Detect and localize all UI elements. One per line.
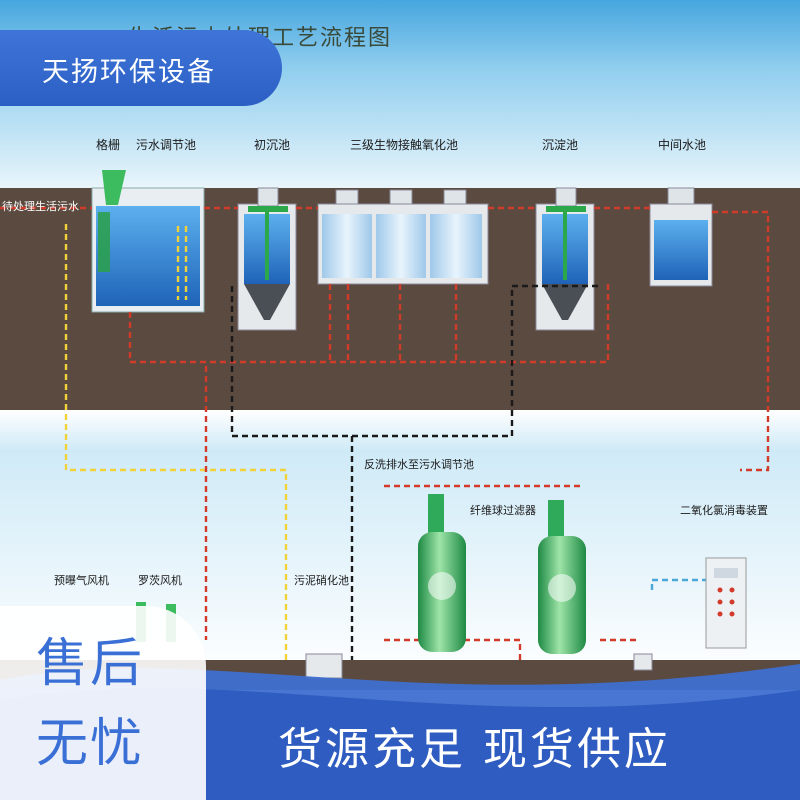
intermediate-tank bbox=[649, 187, 713, 287]
small-unit bbox=[633, 653, 653, 671]
unit-label-sedimentation: 沉淀池 bbox=[542, 138, 579, 152]
brand-name: 天扬环保设备 bbox=[42, 57, 216, 88]
unit-label-primary-settling: 初沉池 bbox=[254, 138, 291, 152]
unit-label-grating: 格栅 bbox=[96, 138, 121, 152]
pipe-network bbox=[0, 206, 770, 660]
inlet-label: 待处理生活污水 bbox=[2, 200, 79, 213]
slogan-right: 货源充足 现货供应 bbox=[278, 724, 671, 775]
slogan-left-line2: 无忧 bbox=[36, 714, 145, 774]
sludge-tank-top bbox=[305, 653, 343, 679]
brand-banner bbox=[0, 30, 282, 106]
roots-blower-label: 罗茨风机 bbox=[138, 574, 182, 587]
bio-oxidation-tank bbox=[317, 189, 489, 285]
unit-label-bio-oxidation: 三级生物接触氧化池 bbox=[350, 138, 459, 152]
filter-label: 纤维球过滤器 bbox=[470, 504, 536, 517]
disinfection-label: 二氧化氯消毒装置 bbox=[680, 504, 768, 517]
unit-label-intermediate-tank: 中间水池 bbox=[658, 138, 707, 152]
slogan-box bbox=[0, 606, 206, 800]
backwash-label: 反洗排水至污水调节池 bbox=[364, 458, 474, 471]
slogan-left-line1: 售后 bbox=[36, 634, 145, 694]
sludge-tank-label: 污泥硝化池 bbox=[294, 574, 349, 587]
primary-settling-tank bbox=[237, 187, 297, 331]
unit-label-regulating-tank: 污水调节池 bbox=[136, 138, 197, 152]
chlorine-dioxide-unit bbox=[705, 557, 747, 649]
sedimentation-tank bbox=[535, 187, 595, 331]
fiber-ball-filter-1 bbox=[418, 494, 466, 652]
pre-aeration-blower-label: 预曝气风机 bbox=[54, 574, 109, 587]
fiber-ball-filter-2 bbox=[538, 500, 586, 654]
